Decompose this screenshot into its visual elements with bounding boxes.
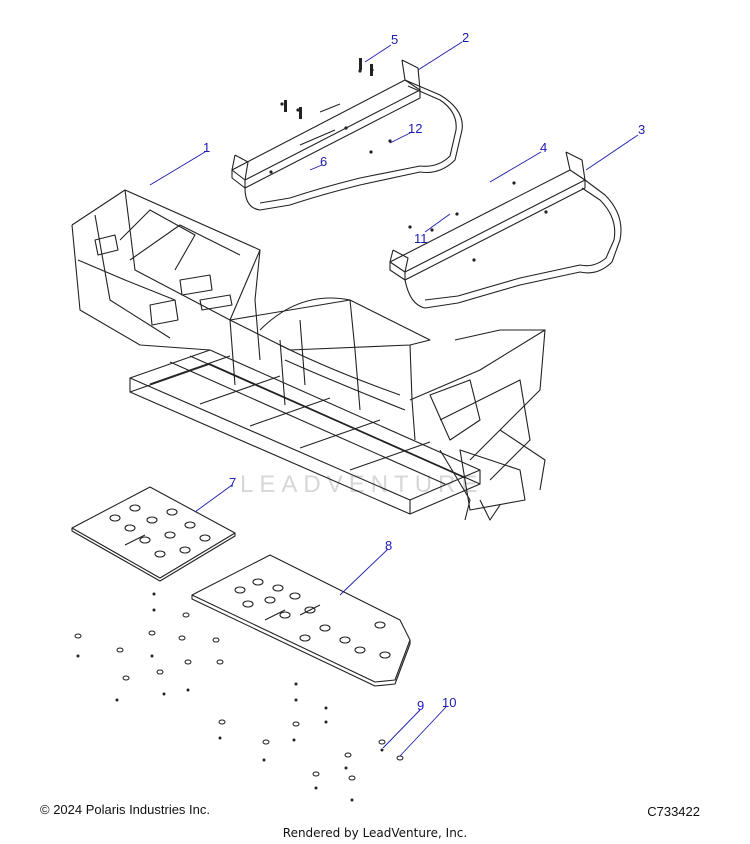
rendered-by-text: Rendered by LeadVenture, Inc. [282,826,468,840]
callouts: 1 2 3 4 5 6 7 8 9 10 11 12 [203,30,645,713]
seat-base-lower [389,151,622,309]
callout-6: 6 [320,154,327,169]
callout-10: 10 [442,695,456,710]
callout-2: 2 [462,30,469,45]
callout-8: 8 [385,538,392,553]
callout-1: 1 [203,140,210,155]
callout-3: 3 [638,122,645,137]
watermark-logo: LEADVENTURE [240,471,483,498]
fasteners [74,612,404,781]
callout-12: 12 [408,121,422,136]
leader-lines [149,41,639,757]
callout-7: 7 [229,475,236,490]
seat-base-upper-hardware [269,58,392,174]
callout-9: 9 [417,698,424,713]
copyright-text: © 2024 Polaris Industries Inc. [40,802,210,817]
callout-4: 4 [540,140,547,155]
main-frame [71,189,546,521]
diagram-code: C733422 [647,804,700,819]
skid-plate-front [71,486,236,582]
skid-plate-rear [191,554,411,687]
seat-base-upper [231,59,463,211]
fastener-bolts [76,592,384,802]
seat-base-lower-hardware [408,181,548,262]
callout-11: 11 [414,231,428,246]
callout-5: 5 [391,32,398,47]
